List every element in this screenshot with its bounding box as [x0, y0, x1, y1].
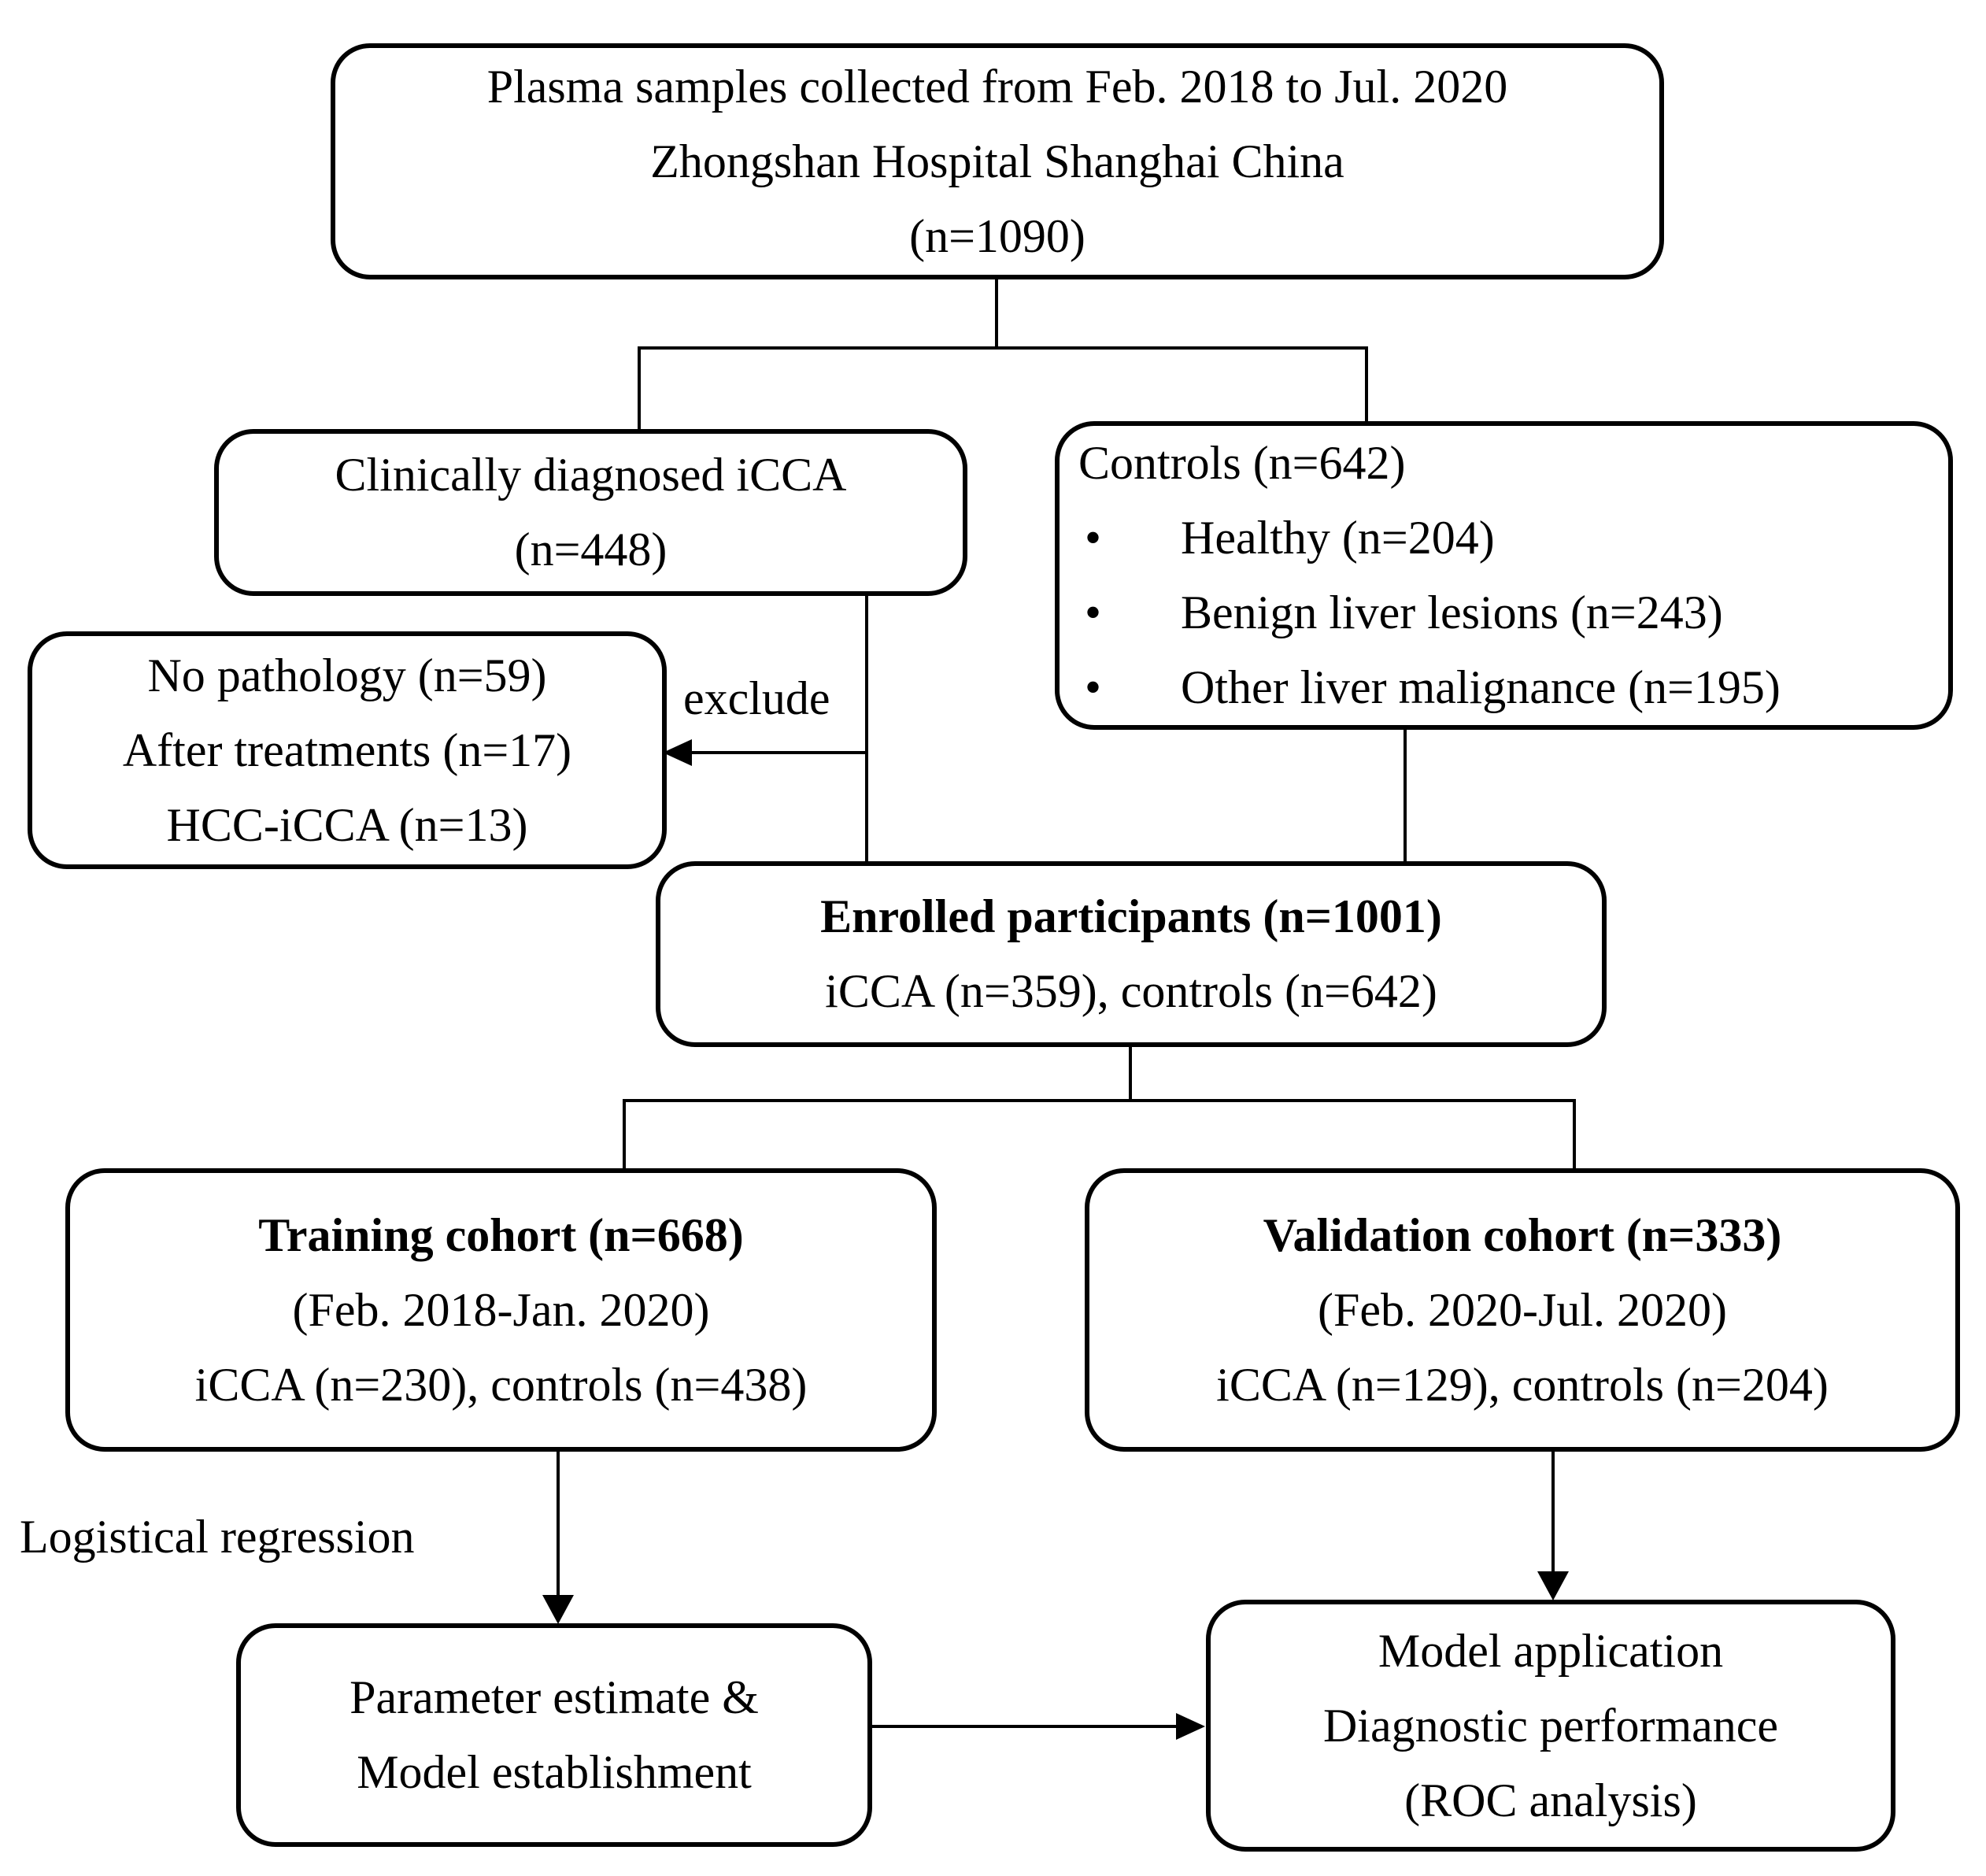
validation-title: Validation cohort (n=333) — [1263, 1208, 1782, 1261]
exclude-arrowhead — [663, 739, 692, 766]
connector-branch-training — [623, 1099, 626, 1171]
controls-header: Controls (n=642) — [1078, 437, 1406, 489]
excluded-box: No pathology (n=59) After treatments (n=… — [28, 631, 667, 869]
controls-box: Controls (n=642) • Healthy (n=204) • Ben… — [1055, 421, 1953, 730]
parameter-to-model-arrow-shaft — [870, 1725, 1178, 1728]
controls-item-label: Healthy (n=204) — [1181, 512, 1495, 564]
parameter-line: Parameter estimate & — [349, 1671, 759, 1723]
validation-arrowhead — [1537, 1571, 1569, 1600]
excluded-line: HCC-iCCA (n=13) — [166, 798, 528, 851]
validation-composition: iCCA (n=129), controls (n=204) — [1216, 1358, 1829, 1411]
connector-controls-to-enrolled — [1404, 726, 1407, 863]
parameter-to-model-arrowhead — [1176, 1713, 1205, 1740]
bullet-icon: • — [1085, 512, 1102, 564]
connector-top-split — [638, 346, 1368, 350]
controls-item: • Other liver malignance (n=195) — [1078, 650, 1781, 725]
training-period: (Feb. 2018-Jan. 2020) — [292, 1283, 710, 1336]
connector-enrolled-stem — [1129, 1044, 1132, 1102]
exclude-arrow-shaft — [690, 751, 867, 754]
validation-arrow-shaft — [1551, 1447, 1555, 1574]
bullet-icon: • — [1085, 661, 1102, 713]
source-line: Plasma samples collected from Feb. 2018 … — [486, 60, 1508, 113]
training-arrowhead — [542, 1595, 574, 1624]
training-composition: iCCA (n=230), controls (n=438) — [194, 1358, 808, 1411]
training-title: Training cohort (n=668) — [258, 1208, 744, 1261]
controls-item: • Healthy (n=204) — [1078, 501, 1495, 575]
controls-item-label: Other liver malignance (n=195) — [1181, 661, 1781, 713]
model-line: (ROC analysis) — [1404, 1774, 1697, 1826]
enrolled-box: Enrolled participants (n=1001) iCCA (n=3… — [656, 861, 1607, 1047]
controls-item-label: Benign liver lesions (n=243) — [1181, 586, 1723, 638]
connector-branch-icca — [638, 346, 641, 431]
training-box: Training cohort (n=668) (Feb. 2018-Jan. … — [65, 1168, 937, 1452]
source-line: Zhongshan Hospital Shanghai China — [650, 135, 1344, 187]
bullet-icon: • — [1085, 586, 1102, 638]
parameter-line: Model establishment — [357, 1746, 752, 1798]
exclude-label: exclude — [683, 672, 830, 724]
parameter-box: Parameter estimate & Model establishment — [236, 1623, 872, 1847]
connector-branch-controls — [1365, 346, 1368, 425]
source-line: (n=1090) — [909, 209, 1085, 262]
training-arrow-shaft — [557, 1449, 560, 1599]
connector-icca-to-enrolled — [865, 592, 868, 863]
source-box: Plasma samples collected from Feb. 2018 … — [331, 43, 1664, 279]
icca-line: (n=448) — [514, 524, 668, 575]
controls-item: • Benign liver lesions (n=243) — [1078, 575, 1723, 650]
validation-period: (Feb. 2020-Jul. 2020) — [1318, 1283, 1727, 1336]
enrolled-subtitle: iCCA (n=359), controls (n=642) — [825, 965, 1437, 1017]
excluded-line: No pathology (n=59) — [147, 649, 547, 701]
connector-source-stem — [995, 277, 998, 349]
icca-line: Clinically diagnosed iCCA — [335, 449, 847, 501]
validation-box: Validation cohort (n=333) (Feb. 2020-Jul… — [1085, 1168, 1960, 1452]
excluded-line: After treatments (n=17) — [122, 723, 572, 776]
connector-branch-validation — [1573, 1099, 1576, 1171]
model-box: Model application Diagnostic performance… — [1206, 1600, 1895, 1852]
logistic-regression-label: Logistical regression — [20, 1511, 415, 1563]
model-line: Model application — [1378, 1624, 1724, 1677]
model-line: Diagnostic performance — [1322, 1699, 1779, 1752]
icca-box: Clinically diagnosed iCCA (n=448) — [214, 429, 967, 596]
connector-cohort-split — [623, 1099, 1576, 1102]
enrolled-title: Enrolled participants (n=1001) — [820, 890, 1442, 942]
